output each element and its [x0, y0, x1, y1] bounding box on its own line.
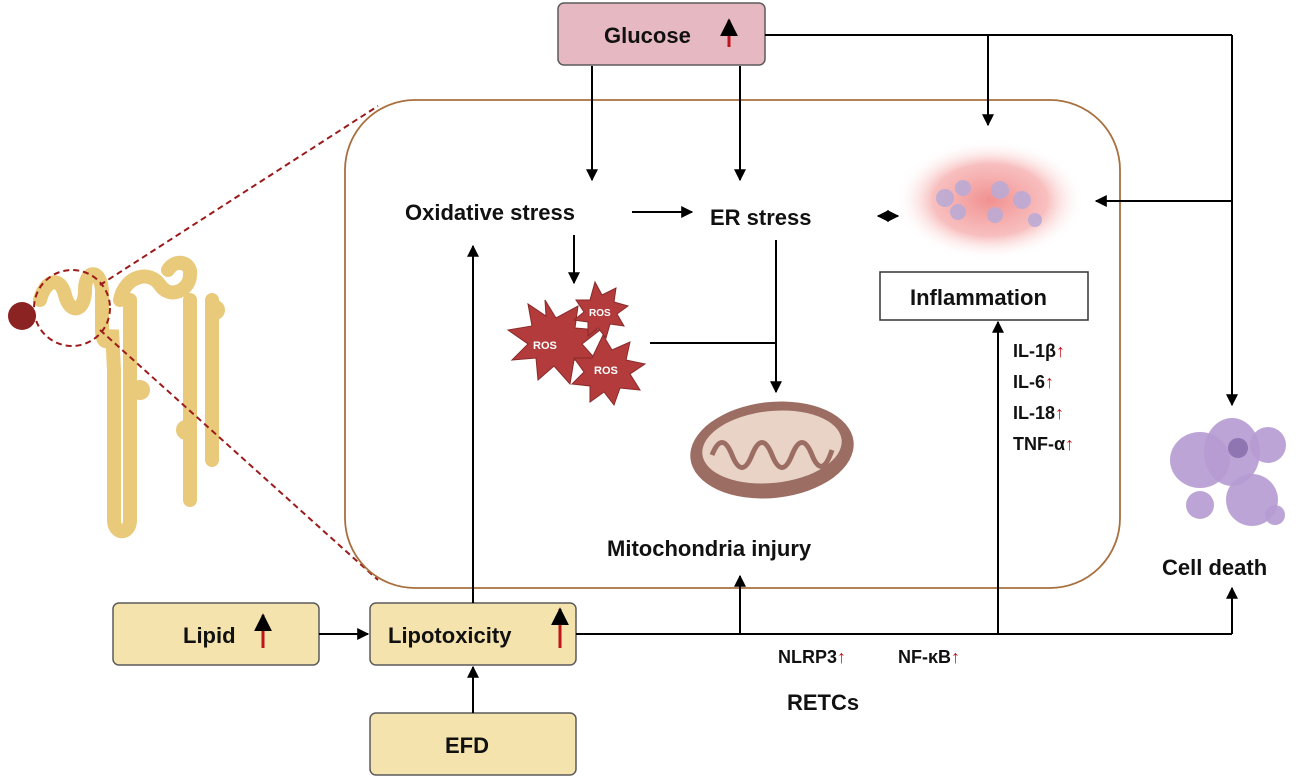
er-stress-label: ER stress — [710, 205, 812, 230]
cytokine-item: IL-18↑ — [1013, 403, 1064, 423]
tubule-bulge — [130, 380, 150, 400]
lipid-box: Lipid — [112, 602, 320, 666]
nfkb-label: NF-κB↑ — [898, 647, 960, 667]
glucose-label: Glucose — [604, 23, 691, 48]
inflamed-cells-icon — [895, 140, 1085, 260]
efd-box: EFD — [369, 712, 577, 776]
nephron-tubule-icon — [8, 255, 225, 539]
ros-burst-icon: ROS ROS ROS — [506, 280, 647, 407]
glomerulus — [8, 302, 36, 330]
lipotoxicity-box: Lipotoxicity — [369, 602, 577, 666]
oxidative-stress-label: Oxidative stress — [405, 200, 575, 225]
connectors — [319, 34, 1238, 713]
zoom-line-bottom — [99, 329, 379, 581]
zoom-circle — [33, 269, 111, 347]
cytokine-item: IL-1β↑ — [1013, 341, 1065, 361]
nlrp3-label: NLRP3↑ — [778, 647, 846, 667]
ros-label: ROS — [533, 340, 557, 352]
inflammation-label: Inflammation — [910, 285, 1047, 310]
inflammation-box: Inflammation — [879, 271, 1089, 321]
cell-death-label: Cell death — [1162, 555, 1267, 580]
tubule-left — [33, 267, 137, 539]
tubule-bulge — [205, 300, 225, 320]
mitochondrion-icon — [690, 401, 854, 499]
ros-label: ROS — [594, 365, 618, 377]
tubule-bulge — [176, 420, 196, 440]
lipotoxicity-label: Lipotoxicity — [388, 623, 512, 648]
cytokine-list: IL-1β↑ IL-6↑ IL-18↑ TNF-α↑ — [1013, 341, 1074, 454]
glucose-box: Glucose — [557, 2, 766, 66]
dying-cell-icon — [1170, 418, 1286, 526]
efd-label: EFD — [445, 733, 489, 758]
mitochondria-injury-label: Mitochondria injury — [607, 536, 812, 561]
retcs-label: RETCs — [787, 690, 859, 715]
lipid-label: Lipid — [183, 623, 236, 648]
zoom-line-top — [99, 105, 379, 286]
cytokine-item: IL-6↑ — [1013, 372, 1054, 392]
cell-boundary — [344, 99, 1121, 589]
tubule-right — [113, 255, 219, 507]
cytokine-item: TNF-α↑ — [1013, 434, 1074, 454]
ros-label: ROS — [589, 308, 611, 319]
